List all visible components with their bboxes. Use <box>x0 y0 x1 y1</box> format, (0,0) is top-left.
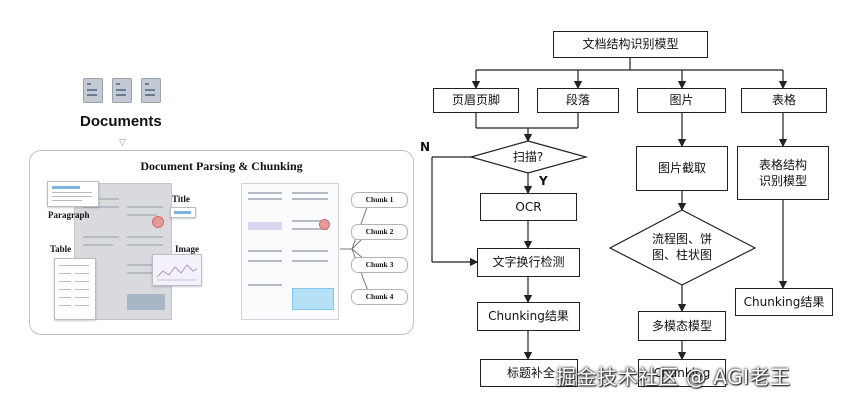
paragraph-card <box>47 181 99 207</box>
table-model-node: 表格结构 识别模型 <box>737 146 829 200</box>
chunking-result-node-3: Chunking结果 <box>735 288 833 316</box>
chunk-2: Chunk 2 <box>351 224 408 240</box>
title-label: Title <box>172 194 190 204</box>
table-card <box>54 258 96 320</box>
document-icon <box>83 78 103 103</box>
image-card <box>152 254 202 286</box>
watermark: 掘金技术社区 @ AGI老王 <box>556 365 791 389</box>
stamp-icon <box>319 219 330 230</box>
stamp-icon <box>152 216 164 228</box>
yes-label: Y <box>539 174 548 188</box>
image-label: Image <box>175 244 199 254</box>
ocr-node: OCR <box>480 193 577 221</box>
image-node: 图片 <box>637 88 726 113</box>
header-footer-node: 页眉页脚 <box>433 88 519 113</box>
multimodal-node: 多模态模型 <box>638 311 726 341</box>
no-label: N <box>420 140 431 154</box>
chunk-3: Chunk 3 <box>351 257 408 273</box>
image-crop-node: 图片截取 <box>636 146 728 191</box>
document-icon <box>112 78 132 103</box>
chunk-4: Chunk 4 <box>351 289 408 305</box>
scan-decision: 扫描? <box>512 149 544 164</box>
line-break-node: 文字换行检测 <box>477 248 580 277</box>
chart-decision: 流程图、饼 图、柱状图 <box>651 231 712 262</box>
chart-thumbnail-icon <box>156 264 198 281</box>
root-node: 文档结构识别模型 <box>553 31 708 58</box>
chunked-page <box>241 183 339 320</box>
chunking-node-2: Chunking <box>638 359 726 387</box>
chunking-result-node: Chunking结果 <box>477 302 580 331</box>
title-card <box>170 207 196 218</box>
document-icon <box>141 78 161 103</box>
paragraph-node: 段落 <box>537 88 619 113</box>
table-node: 表格 <box>741 88 827 113</box>
chunk-1: Chunk 1 <box>351 192 408 208</box>
panel-title: Document Parsing & Chunking <box>140 159 303 173</box>
chevron-down-icon: ▽ <box>119 138 126 148</box>
title-complete-node: 标题补全 <box>480 359 578 387</box>
table-label: Table <box>50 244 72 254</box>
paragraph-label: Paragraph <box>48 210 90 220</box>
documents-label: Documents <box>80 113 162 130</box>
parsing-panel: Document Parsing & Chunking Paragraph Ti… <box>29 150 414 335</box>
